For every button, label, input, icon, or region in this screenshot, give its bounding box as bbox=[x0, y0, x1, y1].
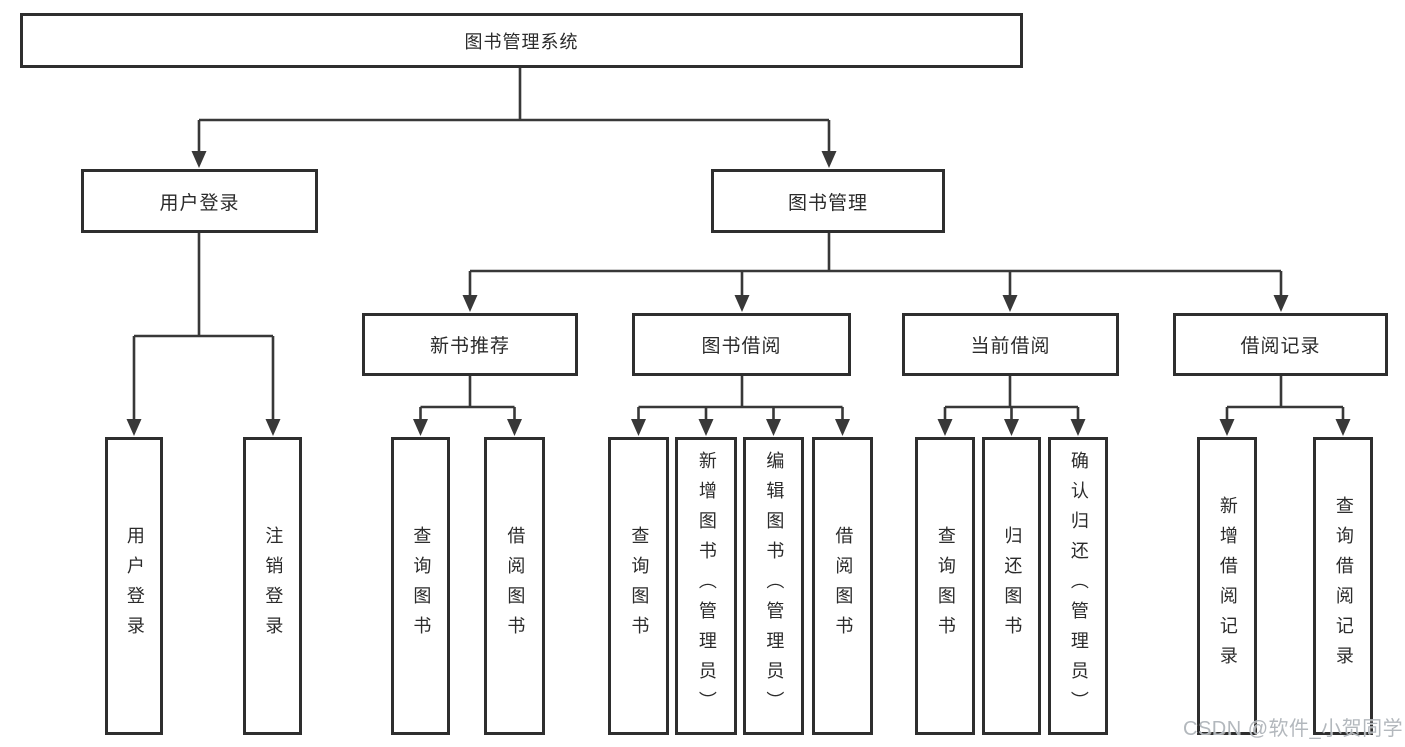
edge-borrowing-records-children bbox=[1225, 376, 1345, 421]
edge-current-borrowing-children bbox=[943, 376, 1080, 421]
node-leaf-return-books: 归还图书 bbox=[982, 437, 1041, 735]
node-leaf-query-books-1: 查询图书 bbox=[391, 437, 450, 735]
node-label: 借阅图书 bbox=[833, 526, 854, 646]
node-label: 图书管理 bbox=[787, 192, 868, 214]
node-borrowing-records: 借阅记录 bbox=[1173, 313, 1388, 376]
node-label: 借阅记录 bbox=[1240, 336, 1321, 357]
node-leaf-borrow-books-1: 借阅图书 bbox=[484, 437, 545, 735]
node-label: 归还图书 bbox=[1002, 526, 1023, 646]
node-leaf-add-books-admin: 新增图书（管理员） bbox=[675, 437, 737, 735]
node-label: 查询借阅记录 bbox=[1333, 496, 1354, 676]
node-label: 查询图书 bbox=[629, 526, 650, 646]
csdn-watermark: CSDN @软件_小贺同学 bbox=[1183, 718, 1404, 740]
node-label: 当前借阅 bbox=[970, 336, 1051, 357]
node-label: 确认归还（管理员） bbox=[1068, 451, 1089, 721]
node-leaf-user-login: 用户登录 bbox=[105, 437, 163, 735]
node-library-management-system: 图书管理系统 bbox=[20, 13, 1023, 68]
node-leaf-query-books-2: 查询图书 bbox=[608, 437, 669, 735]
node-leaf-logout: 注销登录 bbox=[243, 437, 302, 735]
node-leaf-borrow-books-2: 借阅图书 bbox=[812, 437, 873, 735]
node-label: 查询图书 bbox=[411, 526, 432, 646]
node-book-management: 图书管理 bbox=[711, 169, 945, 233]
node-label: 借阅图书 bbox=[505, 526, 526, 646]
node-leaf-confirm-return-admin: 确认归还（管理员） bbox=[1048, 437, 1108, 735]
node-label: 用户登录 bbox=[124, 526, 145, 646]
node-leaf-query-books-3: 查询图书 bbox=[915, 437, 975, 735]
edge-book-management-children bbox=[468, 233, 1283, 297]
node-label: 图书借阅 bbox=[701, 336, 782, 357]
node-book-borrowing: 图书借阅 bbox=[632, 313, 851, 376]
node-label: 用户登录 bbox=[159, 192, 240, 214]
node-user-login: 用户登录 bbox=[81, 169, 318, 233]
node-label: 编辑图书（管理员） bbox=[764, 451, 785, 721]
node-leaf-query-borrow-record: 查询借阅记录 bbox=[1313, 437, 1373, 735]
node-current-borrowing: 当前借阅 bbox=[902, 313, 1119, 376]
edge-root-to-level2 bbox=[197, 68, 831, 153]
node-label: 查询图书 bbox=[935, 526, 956, 646]
node-label: 注销登录 bbox=[263, 526, 284, 646]
node-leaf-add-borrow-record: 新增借阅记录 bbox=[1197, 437, 1257, 735]
node-label: 新增图书（管理员） bbox=[696, 451, 717, 721]
node-leaf-edit-books-admin: 编辑图书（管理员） bbox=[743, 437, 804, 735]
node-label: 新书推荐 bbox=[429, 336, 510, 357]
edge-book-borrowing-children bbox=[637, 376, 844, 421]
node-new-book-recommendation: 新书推荐 bbox=[362, 313, 578, 376]
edge-new-book-children bbox=[419, 376, 516, 421]
node-label: 图书管理系统 bbox=[464, 31, 579, 52]
node-label: 新增借阅记录 bbox=[1217, 496, 1238, 676]
edge-user-login-children bbox=[132, 233, 275, 421]
